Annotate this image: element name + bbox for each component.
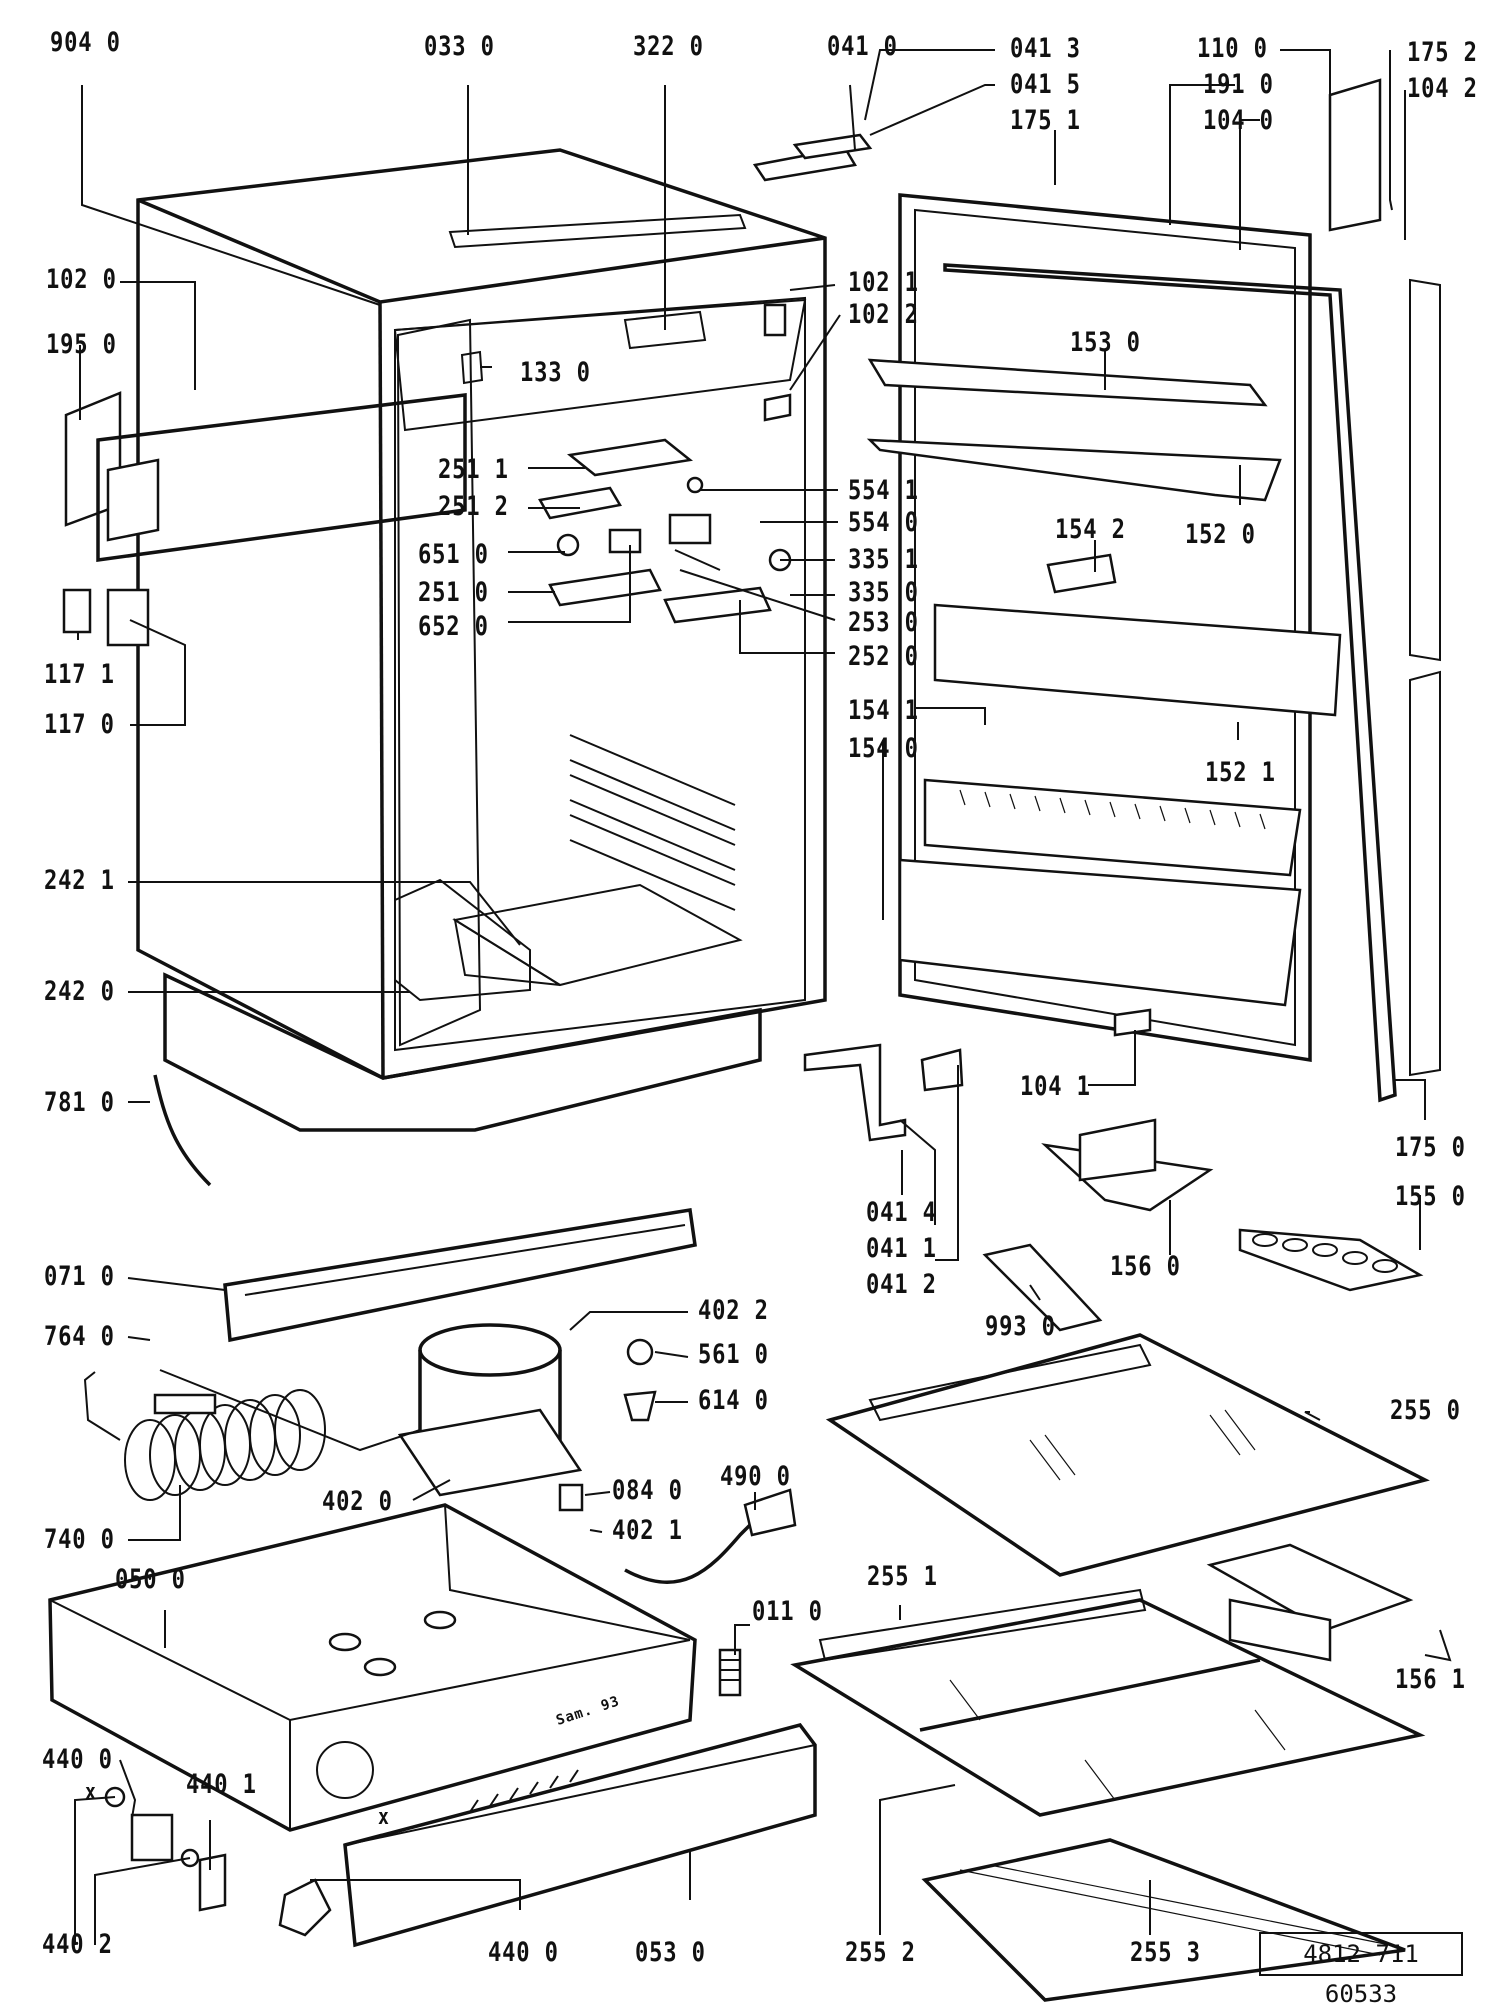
callout-156-1: 156 1 — [1395, 1664, 1466, 1695]
callout-255-1: 255 1 — [867, 1561, 938, 1592]
document-number: 4812 711 60533 — [1259, 1932, 1463, 2008]
callout-440-0-left: 440 0 — [42, 1744, 113, 1775]
callout-175-1: 175 1 — [1010, 105, 1081, 136]
callout-251-2: 251 2 — [438, 491, 509, 522]
callout-440-2: 440 2 — [42, 1929, 113, 1960]
callout-781-0: 781 0 — [44, 1087, 115, 1118]
callout-764-0: 764 0 — [44, 1321, 115, 1352]
callout-175-2: 175 2 — [1407, 37, 1478, 68]
callout-651-0: 651 0 — [418, 539, 489, 570]
cabinet-body — [62, 148, 827, 1187]
callout-255-3: 255 3 — [1130, 1937, 1201, 1968]
callout-255-2: 255 2 — [845, 1937, 916, 1968]
callout-251-0: 251 0 — [418, 577, 489, 608]
machinery — [48, 1207, 817, 1948]
callout-402-0: 402 0 — [322, 1486, 393, 1517]
callout-175-0: 175 0 — [1395, 1132, 1466, 1163]
callout-155-0: 155 0 — [1395, 1181, 1466, 1212]
callout-041-4: 041 4 — [866, 1197, 937, 1228]
callout-102-0: 102 0 — [46, 264, 117, 295]
callout-490-0: 490 0 — [720, 1461, 791, 1492]
callout-154-2: 154 2 — [1055, 514, 1126, 545]
callout-133-0: 133 0 — [520, 357, 591, 388]
callout-253-0: 253 0 — [848, 607, 919, 638]
callout-104-0: 104 0 — [1203, 105, 1274, 136]
callout-104-1: 104 1 — [1020, 1071, 1091, 1102]
callout-071-0: 071 0 — [44, 1261, 115, 1292]
callout-554-0: 554 0 — [848, 507, 919, 538]
callout-050-0: 050 0 — [115, 1564, 186, 1595]
callout-402-1: 402 1 — [612, 1515, 683, 1546]
callout-102-1: 102 1 — [848, 267, 919, 298]
callout-561-0: 561 0 — [698, 1339, 769, 1370]
leader-lines — [74, 49, 1452, 1945]
callout-904-0: 904 0 — [50, 27, 121, 58]
callout-614-0: 614 0 — [698, 1385, 769, 1416]
callout-011-0: 011 0 — [752, 1596, 823, 1627]
callout-252-0: 252 0 — [848, 641, 919, 672]
callout-195-0: 195 0 — [46, 329, 117, 360]
callout-242-0: 242 0 — [44, 976, 115, 1007]
callout-104-2: 104 2 — [1407, 73, 1478, 104]
callout-440-0-bottom: 440 0 — [488, 1937, 559, 1968]
callout-402-2: 402 2 — [698, 1295, 769, 1326]
callout-110-0: 110 0 — [1197, 33, 1268, 64]
callout-154-1: 154 1 — [848, 695, 919, 726]
mark-x-center: x — [378, 1805, 390, 1830]
callout-152-1: 152 1 — [1205, 757, 1276, 788]
stamp-text: Sam. 93 — [554, 1693, 622, 1729]
callout-242-1: 242 1 — [44, 865, 115, 896]
callout-084-0: 084 0 — [612, 1475, 683, 1506]
accessories — [790, 1118, 1430, 2002]
callout-740-0: 740 0 — [44, 1524, 115, 1555]
callout-152-0: 152 0 — [1185, 519, 1256, 550]
callout-993-0: 993 0 — [985, 1311, 1056, 1342]
callout-335-1: 335 1 — [848, 544, 919, 575]
callout-191-0: 191 0 — [1203, 69, 1274, 100]
callout-053-0: 053 0 — [635, 1937, 706, 1968]
callout-154-0: 154 0 — [848, 733, 919, 764]
door-assembly — [752, 78, 1441, 1142]
callout-652-0: 652 0 — [418, 611, 489, 642]
callout-440-1: 440 1 — [186, 1769, 257, 1800]
callout-041-5: 041 5 — [1010, 69, 1081, 100]
callout-102-2: 102 2 — [848, 299, 919, 330]
callout-041-2: 041 2 — [866, 1269, 937, 1300]
callout-335-0: 335 0 — [848, 577, 919, 608]
callout-033-0: 033 0 — [424, 31, 495, 62]
callout-255-0: 255 0 — [1390, 1395, 1461, 1426]
callout-041-3: 041 3 — [1010, 33, 1081, 64]
callout-251-1: 251 1 — [438, 454, 509, 485]
callout-041-0: 041 0 — [827, 31, 898, 62]
callout-117-0: 117 0 — [44, 709, 115, 740]
mark-x-left: x — [85, 1780, 97, 1805]
callout-156-0: 156 0 — [1110, 1251, 1181, 1282]
callout-322-0: 322 0 — [633, 31, 704, 62]
callout-153-0: 153 0 — [1070, 327, 1141, 358]
callout-554-1: 554 1 — [848, 475, 919, 506]
callout-117-1: 117 1 — [44, 659, 115, 690]
callout-041-1: 041 1 — [866, 1233, 937, 1264]
